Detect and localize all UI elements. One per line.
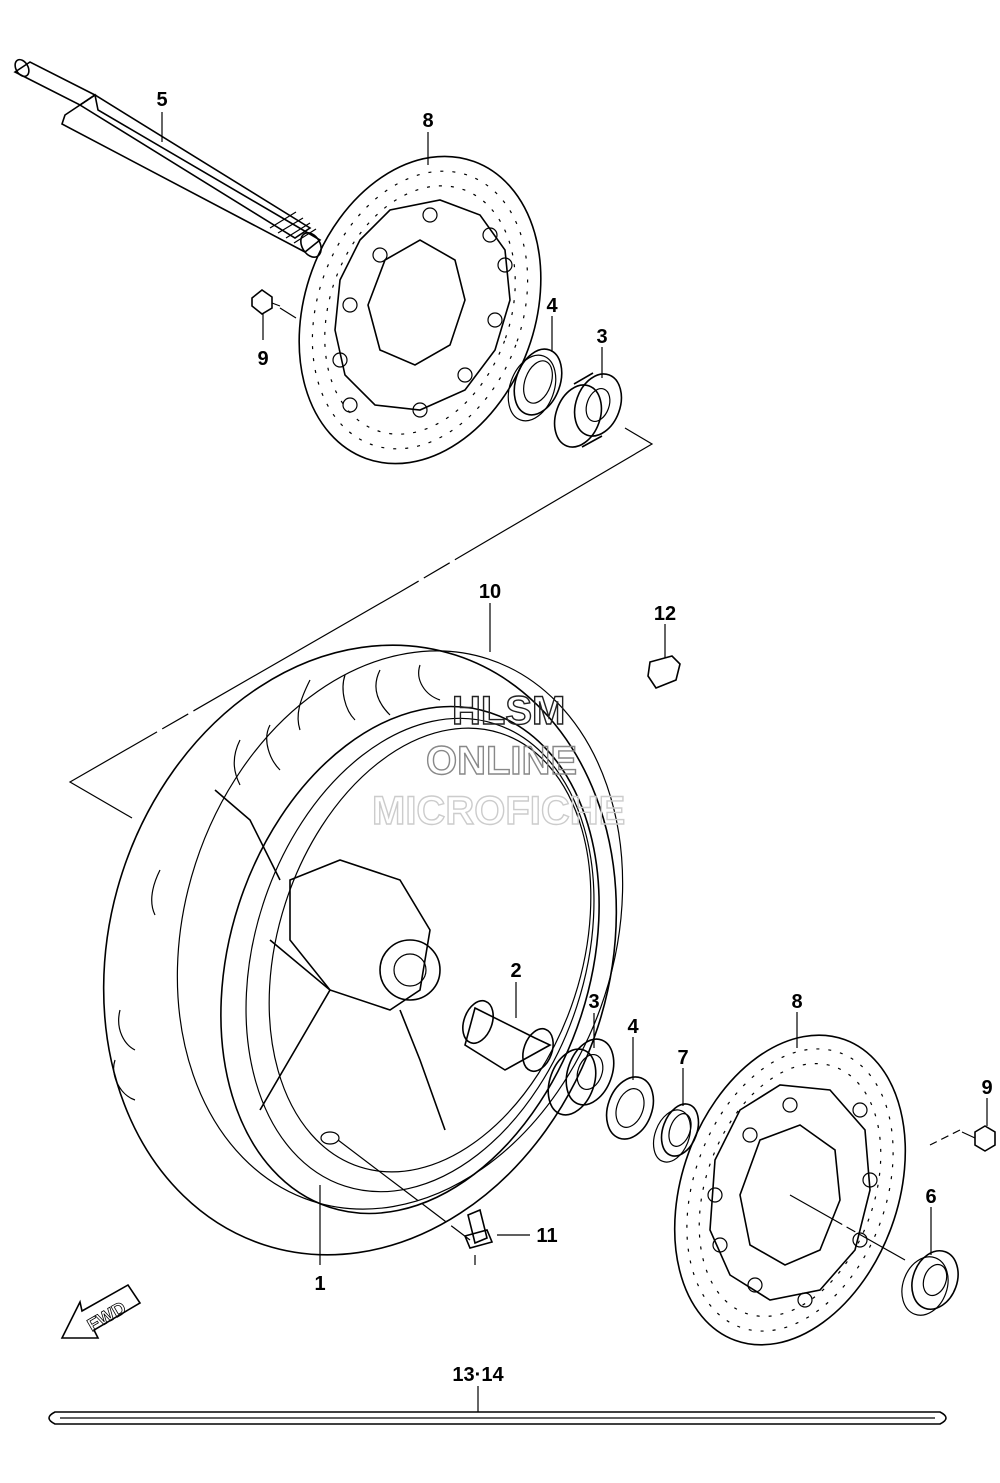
watermark: HLSM ONLINE MICROFICHE [371, 688, 626, 833]
rim-stripe-tape[interactable] [48, 1411, 947, 1425]
callout-2[interactable]: 2 [510, 960, 521, 982]
callout-5[interactable]: 5 [156, 89, 167, 111]
callout-4-upper[interactable]: 4 [546, 295, 558, 317]
callout-7[interactable]: 7 [677, 1047, 688, 1069]
callout-6[interactable]: 6 [925, 1186, 936, 1208]
callout-9-upper[interactable]: 9 [257, 348, 268, 370]
leader-lines [161, 112, 988, 1412]
wheel-spacer[interactable] [457, 997, 558, 1076]
callout-4-lower[interactable]: 4 [627, 1016, 639, 1038]
wheel-balance-weight[interactable] [647, 655, 681, 689]
watermark-line2: ONLINE [426, 739, 577, 783]
forward-direction-arrow: FWD [60, 1283, 142, 1339]
callout-12[interactable]: 12 [654, 603, 676, 625]
wheel-rim[interactable] [158, 657, 661, 1263]
callout-8-lower[interactable]: 8 [791, 991, 802, 1013]
bearing-lower[interactable] [540, 1033, 623, 1122]
disc-bolt-left[interactable] [251, 289, 281, 315]
front-tire[interactable] [26, 578, 693, 1322]
callout-3-lower[interactable]: 3 [588, 991, 599, 1013]
callout-3-upper[interactable]: 3 [596, 326, 607, 348]
fwd-label: FWD [84, 1298, 129, 1336]
callout-1[interactable]: 1 [314, 1273, 325, 1295]
bearing-upper[interactable] [546, 367, 629, 453]
oil-seal-upper[interactable] [500, 343, 571, 428]
watermark-line1: HLSM [452, 689, 565, 733]
callout-10[interactable]: 10 [479, 581, 501, 603]
disc-bolt-right[interactable] [961, 1125, 996, 1152]
watermark-line3: MICROFICHE [372, 789, 625, 833]
brake-disc-right[interactable] [634, 1003, 946, 1378]
callout-9-lower[interactable]: 9 [981, 1077, 992, 1099]
callout-8-upper[interactable]: 8 [422, 110, 433, 132]
brake-disc-left[interactable] [258, 122, 582, 498]
tire-valve[interactable] [463, 1208, 494, 1249]
callout-11[interactable]: 11 [536, 1225, 557, 1247]
oil-seal-lower[interactable] [598, 1070, 661, 1145]
callout-13-14[interactable]: 13·14 [452, 1364, 504, 1386]
front-axle[interactable] [12, 57, 325, 261]
collar[interactable] [647, 1099, 705, 1167]
axle-nut[interactable] [894, 1244, 966, 1321]
